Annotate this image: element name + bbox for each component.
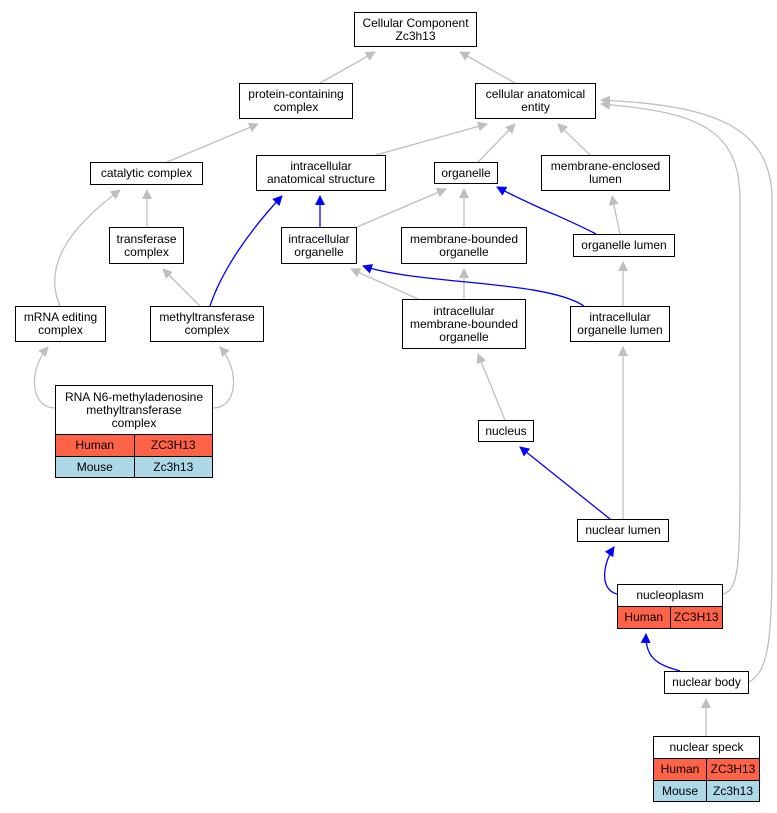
node-label: methyltransferase complex: [159, 310, 255, 337]
node-label: organelle: [441, 165, 491, 180]
edge-nucleoplasm-to-nuclear-lumen: [604, 546, 618, 595]
node-label: organelle lumen: [581, 238, 667, 252]
gene-cell: ZC3H13: [133, 435, 213, 456]
node-label: nucleoplasm: [618, 585, 722, 607]
gene-row-mouse: Mouse Zc3h13: [56, 456, 212, 477]
node-label: nuclear speck: [654, 737, 759, 759]
edge-intracellular-organelle-to-organelle: [356, 187, 447, 228]
node-nuclear-body[interactable]: nuclear body: [664, 671, 749, 694]
node-label: mRNA editing complex: [23, 310, 98, 337]
species-cell: Human: [624, 610, 664, 624]
node-intracellular-membrane-bounded-organelle[interactable]: intracellular membrane-bounded organelle: [402, 299, 526, 349]
node-methyltransferase-complex[interactable]: methyltransferase complex: [150, 306, 264, 342]
gene-row-human: Human ZC3H13: [654, 759, 759, 780]
node-label: nuclear lumen: [585, 523, 661, 537]
node-label: cellular anatomical entity: [485, 87, 586, 114]
edge-catalytic-complex-to-protein-containing-complex: [166, 122, 259, 163]
node-intracellular-organelle[interactable]: intracellular organelle: [281, 227, 357, 264]
edge-organelle-to-cellular-anatomical-entity: [477, 123, 516, 163]
node-intracellular-organelle-lumen[interactable]: intracellular organelle lumen: [570, 306, 670, 342]
node-protein-containing-complex[interactable]: protein-containing complex: [239, 83, 353, 119]
gene-cell: Zc3h13: [706, 781, 759, 801]
node-label: nucleus: [485, 423, 527, 438]
edge-protein-containing-complex-to-cellular-component: [319, 51, 376, 84]
node-mrna-editing-complex[interactable]: mRNA editing complex: [15, 306, 106, 342]
gene-cell: Zc3h13: [133, 457, 213, 477]
edge-nuclear-lumen-to-nucleus: [519, 446, 611, 520]
edge-rna-n6-to-methyltransferase-complex: [212, 346, 235, 409]
edge-mrna-editing-complex-to-catalytic-complex: [54, 189, 121, 307]
edge-organelle-lumen-to-organelle: [496, 186, 597, 235]
edge-organelle-lumen-to-membrane-enclosed-lumen: [608, 195, 621, 235]
node-catalytic-complex[interactable]: catalytic complex: [90, 162, 203, 185]
node-nucleus[interactable]: nucleus: [478, 420, 534, 442]
node-label: nuclear body: [672, 675, 741, 689]
node-membrane-enclosed-lumen[interactable]: membrane-enclosed lumen: [541, 155, 670, 191]
gene-cell: ZC3H13: [706, 759, 759, 780]
node-label: intracellular organelle lumen: [577, 310, 663, 337]
node-label: intracellular membrane-bounded organelle: [409, 303, 519, 344]
node-label: membrane-enclosed lumen: [550, 159, 661, 186]
edge-methyltransferase-complex-to-transferase-complex: [162, 268, 201, 307]
node-rna-n6-methyladenosine-methyltransferase-complex[interactable]: RNA N6-methyladenosine methyltransferase…: [55, 385, 213, 478]
edge-methyltransferase-complex-to-intracellular-anatomical-structure: [209, 195, 283, 307]
node-organelle[interactable]: organelle: [434, 162, 498, 184]
node-label: catalytic complex: [100, 166, 193, 180]
edge-nuclear-body-to-nucleoplasm: [640, 633, 681, 672]
node-transferase-complex[interactable]: transferase complex: [109, 227, 184, 264]
node-nuclear-speck[interactable]: nuclear speck Human ZC3H13 Mouse Zc3h13: [653, 736, 760, 802]
node-cellular-anatomical-entity[interactable]: cellular anatomical entity: [475, 83, 596, 119]
node-label: transferase complex: [116, 231, 177, 259]
node-label: Cellular Component Zc3h13: [362, 15, 469, 43]
edge-rna-n6-to-mrna-editing-complex: [33, 346, 56, 409]
node-label: RNA N6-methyladenosine methyltransferase…: [56, 386, 212, 435]
species-cell: Mouse: [661, 783, 699, 798]
edge-intracellular-membrane-bounded-organelle-to-intracellular-organelle: [350, 268, 419, 300]
gene-row-human: Human ZC3H13: [56, 435, 212, 456]
gene-row-mouse: Mouse Zc3h13: [654, 780, 759, 801]
edge-nucleoplasm-to-cellular-anatomical-entity: [600, 99, 741, 595]
edge-nucleus-to-intracellular-membrane-bounded-organelle: [476, 353, 506, 421]
node-organelle-lumen[interactable]: organelle lumen: [573, 234, 675, 257]
node-label: protein-containing complex: [248, 87, 344, 114]
node-intracellular-anatomical-structure[interactable]: intracellular anatomical structure: [256, 155, 386, 191]
node-cellular-component[interactable]: Cellular Component Zc3h13: [354, 12, 477, 47]
species-cell: Human: [660, 762, 700, 776]
gene-cell: ZC3H13: [669, 607, 723, 628]
edge-intracellular-anatomical-structure-to-cellular-anatomical-entity: [375, 121, 488, 156]
edge-nuclear-body-to-cellular-anatomical-entity: [600, 95, 773, 683]
node-label: membrane-bounded organelle: [409, 231, 519, 259]
species-cell: Mouse: [76, 459, 113, 474]
edge-cellular-anatomical-entity-to-cellular-component: [459, 51, 516, 84]
node-membrane-bounded-organelle[interactable]: membrane-bounded organelle: [401, 227, 527, 264]
edge-intracellular-organelle-lumen-to-intracellular-organelle: [362, 264, 585, 307]
node-label: intracellular anatomical structure: [266, 159, 376, 186]
edge-membrane-enclosed-lumen-to-cellular-anatomical-entity: [557, 123, 591, 156]
species-cell: Human: [75, 438, 115, 452]
node-nuclear-lumen[interactable]: nuclear lumen: [577, 519, 669, 542]
gene-row-human: Human ZC3H13: [618, 607, 722, 628]
node-label: intracellular organelle: [288, 231, 350, 259]
node-nucleoplasm[interactable]: nucleoplasm Human ZC3H13: [617, 584, 723, 629]
